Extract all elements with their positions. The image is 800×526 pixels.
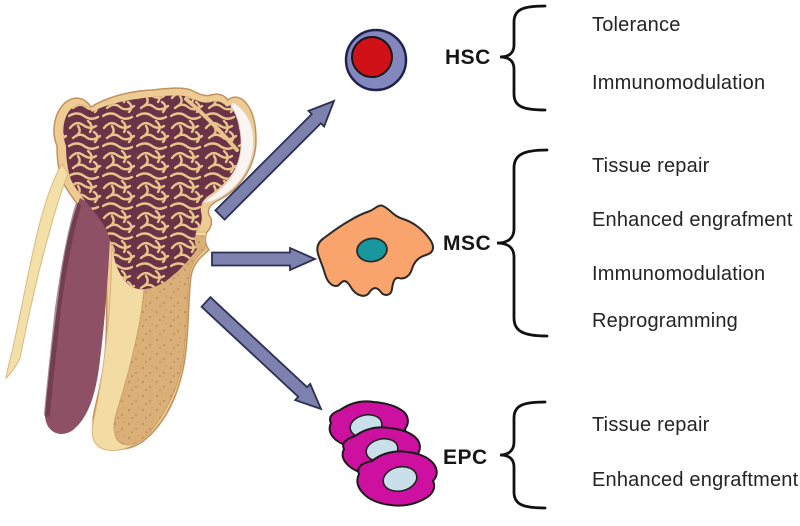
epc-brace <box>499 400 547 510</box>
bone-marrow-cavity <box>45 198 110 434</box>
epc-function-tissue-repair: Tissue repair <box>592 414 710 436</box>
bone-epiphyseal-line <box>184 97 239 152</box>
msc-label: MSC <box>443 232 492 255</box>
msc-function-immunomodulation: Immunomodulation <box>592 263 766 285</box>
bone-cartilage-cap <box>201 102 254 203</box>
msc-function-reprogramming: Reprogramming <box>592 310 738 332</box>
bone-illustration <box>5 87 257 451</box>
hsc-cell-illustration <box>344 28 408 92</box>
epc-label: EPC <box>443 446 488 469</box>
bone-marrow-shadow <box>44 203 81 417</box>
msc-cell-nucleus <box>356 237 388 263</box>
msc-brace <box>496 148 549 338</box>
epc-cell-illustration <box>328 400 438 507</box>
bone-shaft-cortical-texture <box>114 232 206 445</box>
msc-function-tissue-repair: Tissue repair <box>592 155 710 177</box>
braces <box>496 4 549 510</box>
hsc-label: HSC <box>445 46 491 69</box>
bone-left-strip <box>5 163 69 380</box>
hsc-function-immunomodulation: Immunomodulation <box>592 72 766 94</box>
bone-trabecular-mesh <box>63 95 245 290</box>
hsc-function-tolerance: Tolerance <box>592 14 681 36</box>
hsc-cell-nucleus <box>351 36 393 78</box>
epc-function-enhanced-engraftment: Enhanced engraftment <box>592 469 799 491</box>
arrow-to-hsc <box>214 99 336 221</box>
epc-cell-3-nucleus <box>382 465 418 493</box>
arrow-to-epc <box>200 295 323 411</box>
msc-cell-illustration <box>316 204 435 297</box>
msc-function-enhanced-engrafment: Enhanced engrafment <box>592 209 793 231</box>
arrows <box>200 99 336 411</box>
arrow-to-msc <box>211 246 318 272</box>
hsc-brace <box>499 4 547 112</box>
